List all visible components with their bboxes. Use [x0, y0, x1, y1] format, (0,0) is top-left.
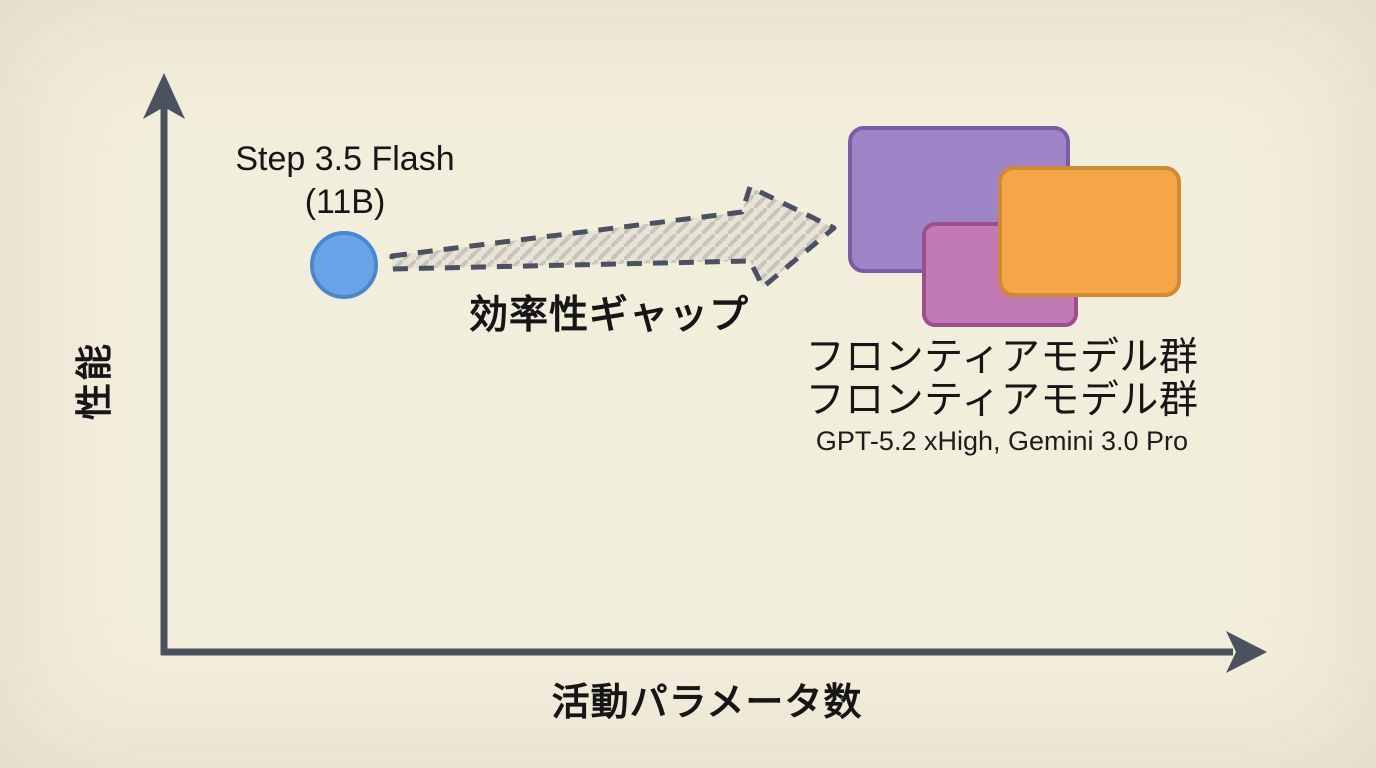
y-axis: [143, 73, 185, 655]
frontier-model-names: GPT-5.2 xHigh, Gemini 3.0 Pro: [815, 426, 1189, 456]
frontier-box-orange: [998, 166, 1181, 297]
flash-model-size: (11B): [304, 183, 386, 221]
y-axis-title: 性能: [74, 342, 115, 420]
x-axis-arrowhead-icon: [1226, 631, 1267, 673]
flash-model-dot: [310, 231, 378, 299]
y-axis-arrowhead-icon: [143, 73, 185, 119]
efficiency-gap-label: 効率性ギャップ: [468, 294, 749, 337]
flash-model-label: Step 3.5 Flash (11B): [185, 138, 505, 224]
frontier-label-line1: フロンティアモデル群: [805, 336, 1199, 379]
x-axis: [161, 631, 1267, 673]
frontier-models-label: フロンティアモデル群 フロンティアモデル群 GPT-5.2 xHigh, Gem…: [788, 336, 1216, 458]
efficiency-gap-arrow-icon: [389, 184, 837, 290]
flash-model-name: Step 3.5 Flash: [235, 140, 455, 178]
frontier-label-line2: フロンティアモデル群: [805, 379, 1199, 422]
x-axis-title: 活動パラメータ数: [551, 682, 863, 724]
